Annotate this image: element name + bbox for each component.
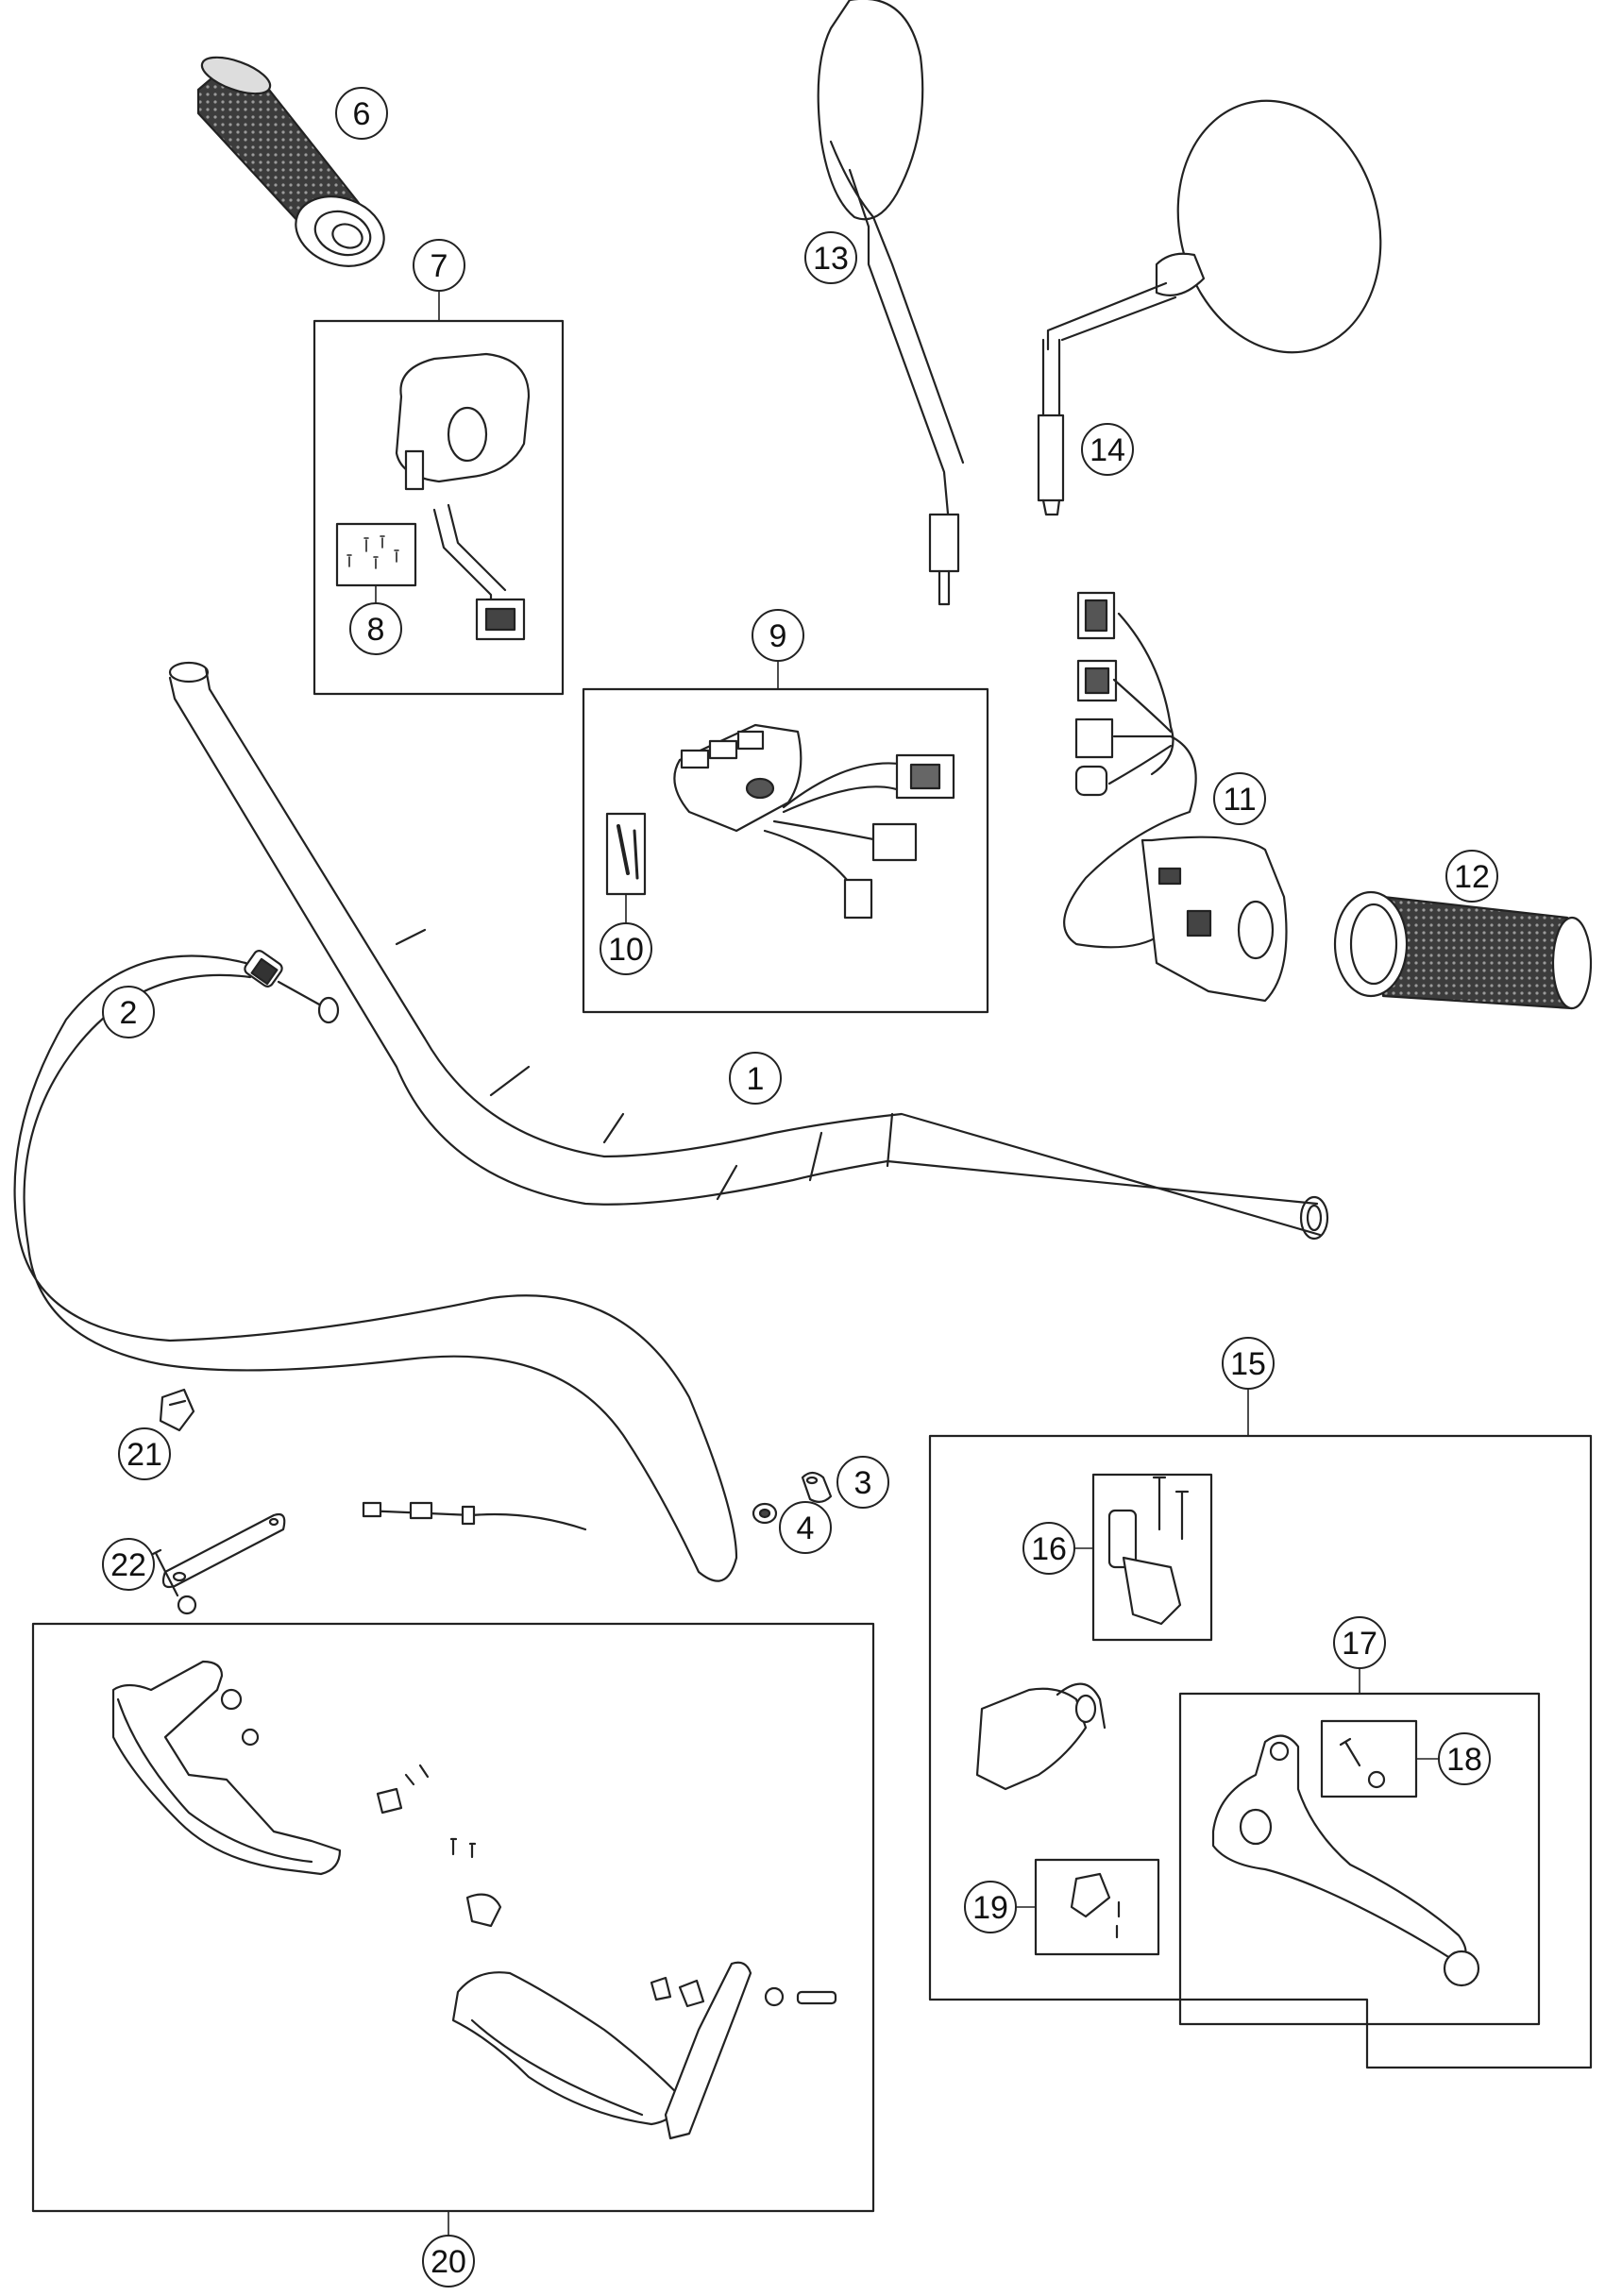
callout-2: 2 [102,986,155,1038]
callout-9: 9 [752,609,804,662]
callout-7: 7 [413,239,465,292]
svg-text:18: 18 [1446,1742,1482,1778]
callout-20: 20 [422,2235,475,2288]
callout-18: 18 [1438,1732,1491,1785]
svg-text:17: 17 [1342,1626,1377,1662]
callout-6: 6 [335,87,388,140]
svg-text:10: 10 [608,932,644,968]
throttle-switch-unit [1063,591,1288,1003]
callout-15: 15 [1222,1337,1275,1390]
svg-text:8: 8 [367,612,385,648]
svg-text:6: 6 [353,96,371,132]
svg-text:4: 4 [797,1511,815,1546]
svg-text:13: 13 [813,241,849,277]
left-grip [196,56,385,267]
handlebar [168,661,1329,1241]
callout-3: 3 [836,1456,889,1509]
svg-text:12: 12 [1454,859,1490,895]
svg-text:7: 7 [431,248,448,284]
callout-19: 19 [964,1881,1017,1933]
part-15-box [928,1434,1593,2069]
callout-10: 10 [600,922,652,975]
bracket-22 [161,1512,286,1589]
svg-text:20: 20 [431,2244,466,2280]
callout-1: 1 [729,1052,782,1105]
part-20-box [31,1548,875,2213]
callout-12: 12 [1445,850,1498,903]
callout-21: 21 [118,1427,171,1480]
svg-text:3: 3 [854,1465,872,1501]
svg-text:14: 14 [1090,432,1125,468]
svg-text:16: 16 [1031,1531,1067,1567]
callout-4: 4 [779,1501,832,1554]
cable-clip-3 [801,1471,833,1503]
svg-text:22: 22 [110,1547,146,1583]
svg-text:1: 1 [747,1061,765,1097]
svg-text:21: 21 [127,1437,162,1473]
left-mirror [817,0,965,606]
callout-22: 22 [102,1538,155,1591]
part-7-box [313,319,565,696]
svg-text:11: 11 [1223,782,1256,818]
callout-8: 8 [349,602,402,655]
part-9-box [582,687,989,1014]
callout-16: 16 [1022,1522,1075,1575]
svg-text:15: 15 [1230,1346,1266,1382]
callout-13: 13 [804,231,857,284]
right-mirror [1037,99,1382,516]
throttle-cable [13,950,738,1582]
svg-text:2: 2 [120,995,138,1031]
svg-text:9: 9 [769,618,787,654]
callout-14: 14 [1081,423,1134,476]
cable-holder-21 [159,1388,195,1432]
right-grip [1333,890,1593,1010]
nut-4 [752,1502,778,1525]
leader-lines [375,290,1440,2237]
callout-11: 11 [1213,772,1266,825]
svg-text:19: 19 [972,1890,1008,1926]
callout-17: 17 [1333,1616,1386,1669]
